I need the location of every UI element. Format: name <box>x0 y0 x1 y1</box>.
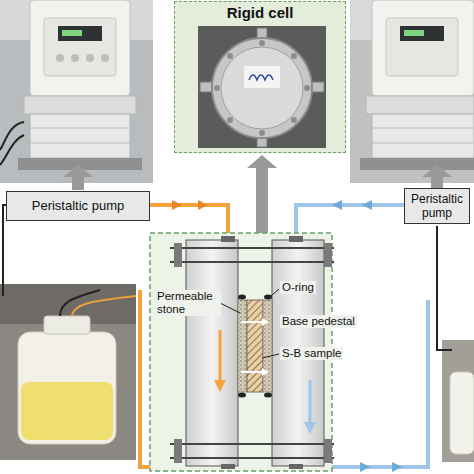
pump-box: Peristaltic pump <box>404 188 470 224</box>
pump-photo <box>0 0 153 183</box>
leader-line <box>218 289 279 358</box>
part-label: S-B sample <box>280 347 343 360</box>
part-label: Permeable stone <box>155 290 221 316</box>
flow-arrow <box>156 200 402 472</box>
bottle-photo <box>442 340 474 462</box>
part-label: Base pedestal <box>280 315 357 328</box>
cell-panel: Rigid cell <box>174 1 346 153</box>
part-label: O-ring <box>280 281 316 294</box>
bottle-photo <box>0 284 136 460</box>
panel-title: Rigid cell <box>179 4 341 22</box>
pump-box: Peristaltic pump <box>6 191 150 221</box>
box-label: Peristaltic pump <box>408 192 466 220</box>
box-label: Peristaltic pump <box>11 198 145 214</box>
rigid-cell-photo <box>198 26 326 148</box>
cell-panel-ground <box>174 1 346 153</box>
flow-line <box>3 205 452 467</box>
pump-photo <box>350 0 474 183</box>
